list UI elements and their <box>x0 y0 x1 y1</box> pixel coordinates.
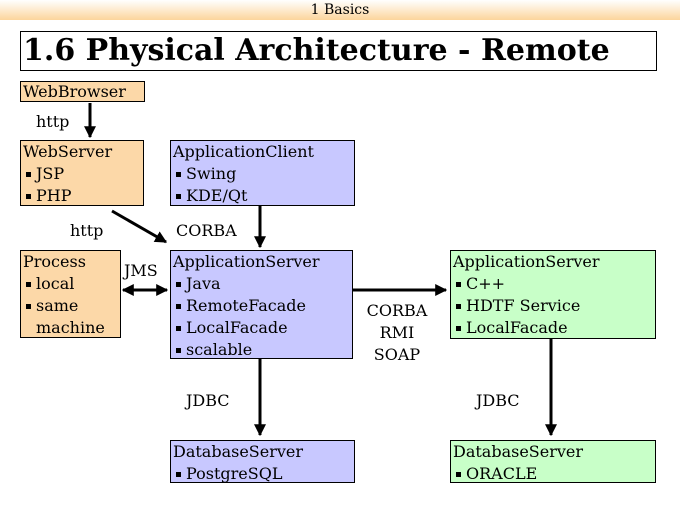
node-application-client: ApplicationClient Swing KDE/Qt <box>170 140 355 206</box>
node-application-server-cpp: ApplicationServer C++ HDTF Service Local… <box>450 250 656 339</box>
node-process: Process local same machine <box>20 250 121 338</box>
node-item: same <box>23 295 120 317</box>
protocol-corba: CORBA <box>366 301 428 320</box>
edge-label-http-webserver: http <box>70 221 104 240</box>
node-item-continuation: machine <box>36 318 105 337</box>
node-database-server-postgres: DatabaseServer PostgreSQL <box>170 440 355 483</box>
node-name: DatabaseServer <box>173 442 304 461</box>
node-item: scalable <box>173 339 352 361</box>
node-name: WebBrowser <box>23 82 126 101</box>
node-web-browser: WebBrowser <box>20 81 145 102</box>
chapter-header: 1 Basics <box>0 0 680 20</box>
node-name: ApplicationServer <box>453 252 600 271</box>
node-item: Java <box>173 273 352 295</box>
slide-title: 1.6 Physical Architecture - Remote <box>20 31 657 71</box>
protocol-soap: SOAP <box>373 345 421 364</box>
node-item: local <box>23 273 120 295</box>
node-item: PostgreSQL <box>173 463 354 485</box>
edge-label-jms: JMS <box>124 261 158 280</box>
chapter-label: 1 Basics <box>310 2 370 18</box>
node-application-server-java: ApplicationServer Java RemoteFacade Loca… <box>170 250 353 359</box>
node-item: HDTF Service <box>453 295 655 317</box>
node-item: RemoteFacade <box>173 295 352 317</box>
node-item: ORACLE <box>453 463 655 485</box>
protocol-rmi: RMI <box>379 323 415 342</box>
edge-label-jdbc-oracle: JDBC <box>476 391 520 410</box>
node-item: PHP <box>23 185 143 207</box>
node-web-server: WebServer JSP PHP <box>20 140 144 206</box>
node-name: ApplicationClient <box>173 142 314 161</box>
node-item: LocalFacade <box>173 317 352 339</box>
edge-label-http-browser: http <box>36 112 70 131</box>
node-name: DatabaseServer <box>453 442 584 461</box>
arrow-webserver-to-appserver <box>111 209 168 244</box>
edge-label-corba-rmi-soap: CORBA RMI SOAP <box>357 300 437 366</box>
node-item: LocalFacade <box>453 317 655 339</box>
node-database-server-oracle: DatabaseServer ORACLE <box>450 440 656 483</box>
node-name: WebServer <box>23 142 113 161</box>
edge-label-corba-client: CORBA <box>176 221 237 240</box>
node-item: KDE/Qt <box>173 185 354 207</box>
node-item: JSP <box>23 163 143 185</box>
node-item: Swing <box>173 163 354 185</box>
edge-label-jdbc-postgres: JDBC <box>186 391 230 410</box>
node-item: C++ <box>453 273 655 295</box>
node-name: ApplicationServer <box>173 252 320 271</box>
node-name: Process <box>23 252 86 271</box>
